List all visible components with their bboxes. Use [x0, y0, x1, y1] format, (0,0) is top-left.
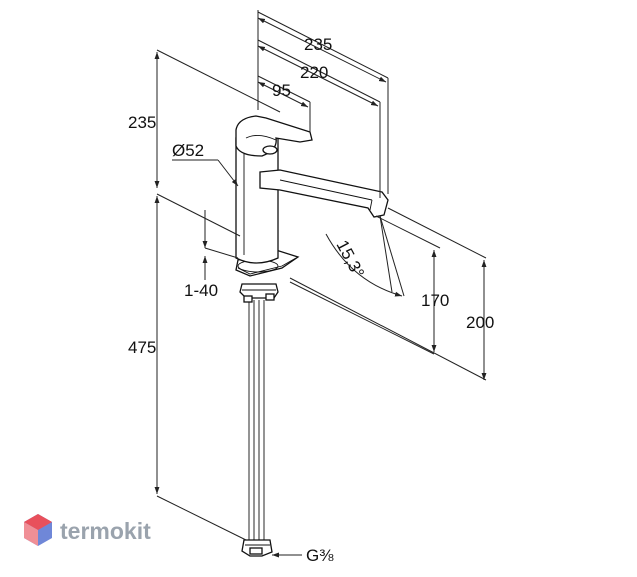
logo-text: termokit [60, 518, 151, 544]
dimension-labels: 235 220 95 235 Ø52 1-40 475 15,3° 170 20… [128, 35, 494, 565]
dim-top-95: 95 [272, 81, 291, 100]
dim-thread: G⅜ [306, 546, 334, 565]
dim-top-220: 220 [300, 63, 328, 82]
dim-right-170: 170 [421, 291, 449, 310]
dim-right-200: 200 [466, 313, 494, 332]
mounting-fixing [239, 283, 279, 303]
dim-left-235: 235 [128, 113, 156, 132]
dim-top-235: 235 [304, 35, 332, 54]
faucet-spout [259, 169, 389, 218]
lever-handle [235, 115, 313, 157]
dim-angle: 15,3° [332, 237, 368, 281]
dimension-lines [154, 10, 487, 558]
faucet-body [235, 137, 279, 264]
dim-diameter: Ø52 [172, 141, 204, 160]
termokit-logo: termokit [24, 514, 151, 546]
dim-left-475: 475 [128, 338, 156, 357]
dim-adjust: 1-40 [184, 281, 218, 300]
supply-hoses [241, 300, 273, 557]
logo-hexagon-icon [24, 514, 52, 546]
faucet-drawing [235, 115, 389, 557]
